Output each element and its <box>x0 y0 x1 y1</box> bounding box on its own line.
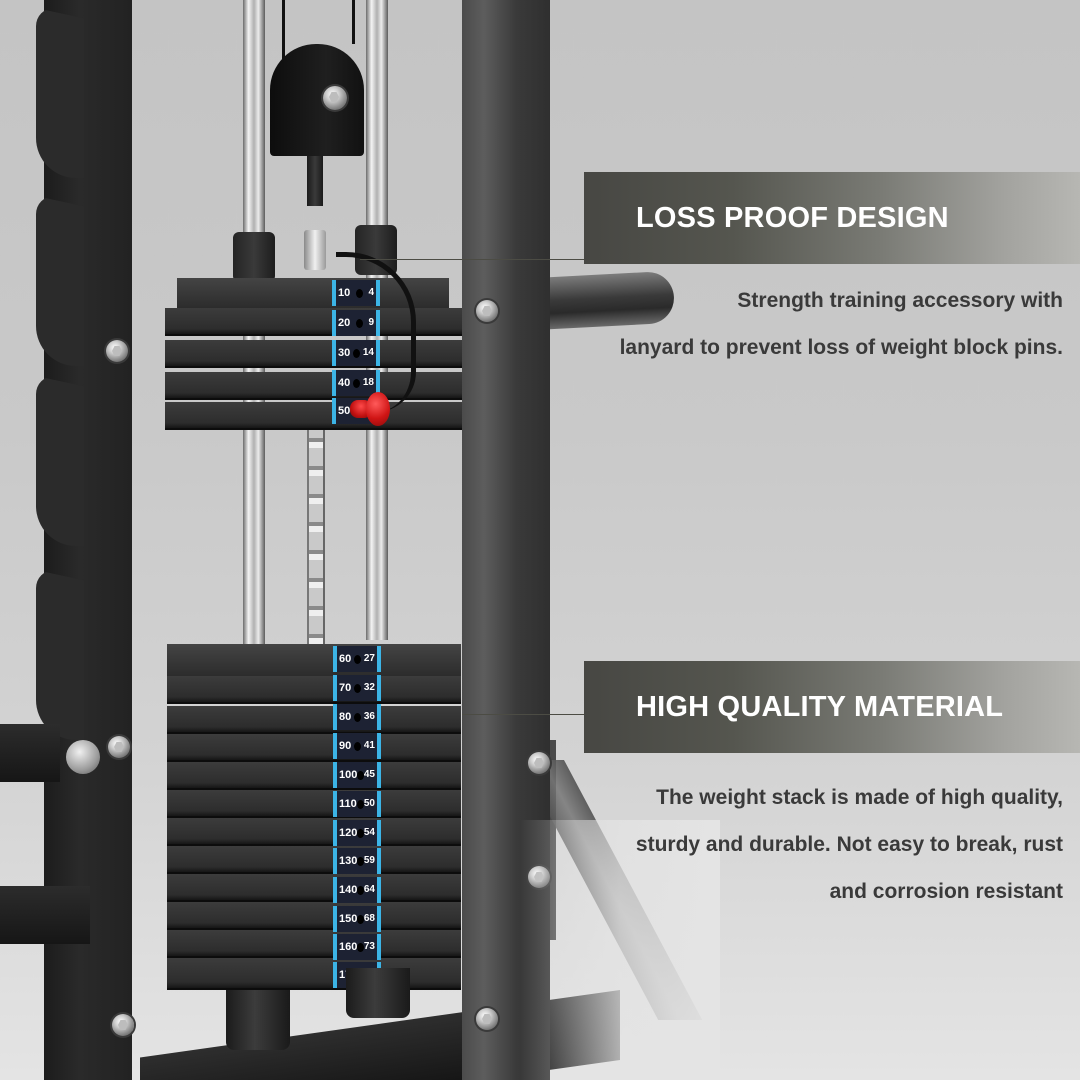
cable <box>352 0 355 44</box>
selector-pin-icon <box>350 392 390 426</box>
fade-overlay <box>520 820 720 1080</box>
bolt-icon <box>528 752 550 774</box>
safety-pin-knob-icon <box>66 740 100 774</box>
weight-plate <box>167 818 461 846</box>
pin-hole-icon <box>357 885 364 895</box>
pin-hole-icon <box>357 828 364 838</box>
bolt-icon <box>108 736 130 758</box>
weight-plate <box>167 790 461 818</box>
j-hook <box>36 570 84 740</box>
bolt-icon <box>476 300 498 322</box>
pin-clevis <box>304 230 326 270</box>
j-hook <box>36 196 84 366</box>
weight-plate <box>165 308 462 336</box>
weight-plate <box>167 902 461 930</box>
cable <box>282 0 285 60</box>
bolt-icon <box>106 340 128 362</box>
weight-plate <box>167 846 461 874</box>
description-line: Strength training accessory with <box>737 289 1063 312</box>
pin-hole-icon <box>357 856 364 866</box>
feature-banner-high-quality: HIGH QUALITY MATERIAL <box>584 661 1080 753</box>
feature-description-high-quality: The weight stack is made of high quality… <box>636 774 1063 915</box>
description-line: lanyard to prevent loss of weight block … <box>619 336 1063 359</box>
bolt-icon <box>476 1008 498 1030</box>
pulley-bolt-icon <box>323 86 347 110</box>
j-hook <box>36 8 84 178</box>
bolt-icon <box>112 1014 134 1036</box>
stack-bumper-foot <box>346 968 410 1018</box>
weight-plate <box>167 676 461 704</box>
weight-plate <box>165 402 462 430</box>
callout-connector-line <box>462 714 586 715</box>
weight-plate <box>167 762 461 790</box>
pin-hole-icon <box>354 712 362 722</box>
weight-plate <box>167 958 461 990</box>
weight-plate <box>167 930 461 958</box>
feature-title: HIGH QUALITY MATERIAL <box>636 690 1004 723</box>
lanyard-cord <box>336 252 416 412</box>
top-plate <box>167 644 461 676</box>
weight-plate <box>167 734 461 762</box>
pulley-stem <box>307 156 323 206</box>
pulley-icon <box>270 44 364 156</box>
rack-crossbar <box>0 886 90 944</box>
description-line: and corrosion resistant <box>829 880 1063 903</box>
stack-bumper-foot <box>226 990 290 1050</box>
selector-rod <box>307 420 325 645</box>
feature-description-loss-proof: Strength training accessory with lanyard… <box>620 277 1063 371</box>
pin-hole-icon <box>357 914 364 924</box>
pin-hole-icon <box>357 942 364 952</box>
description-line: The weight stack is made of high quality… <box>656 786 1063 809</box>
rod-bumper <box>233 232 275 282</box>
description-line: sturdy and durable. Not easy to break, r… <box>635 833 1063 856</box>
callout-connector-line <box>360 259 586 260</box>
pin-hole-icon <box>354 654 362 664</box>
pin-hole-icon <box>354 741 362 751</box>
weight-plate <box>167 874 461 902</box>
weight-plate <box>165 372 462 400</box>
pin-hole-icon <box>356 799 364 809</box>
pin-hole-icon <box>354 683 362 693</box>
weight-plate <box>167 706 461 734</box>
pin-hole-icon <box>357 770 364 780</box>
pin-hole-icon <box>355 318 363 328</box>
weight-plate <box>165 340 462 368</box>
rack-crossbar <box>0 724 60 782</box>
feature-banner-loss-proof: LOSS PROOF DESIGN <box>584 172 1080 264</box>
j-hook <box>36 376 84 546</box>
feature-title: LOSS PROOF DESIGN <box>636 201 949 234</box>
